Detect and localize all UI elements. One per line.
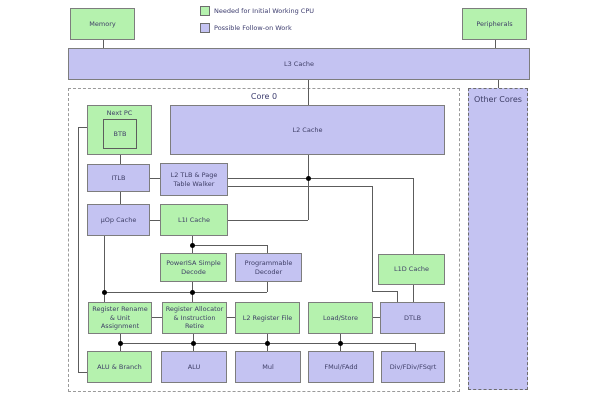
branch-feedback-v	[78, 127, 79, 372]
dtlb-node: DTLB	[380, 302, 445, 334]
uop-cache-node: µOp Cache	[87, 204, 150, 236]
junction-dot	[190, 243, 195, 248]
connector-l2cache-l1icache-v	[308, 155, 309, 220]
connector-l3-othercores	[498, 80, 499, 88]
branch-feedback-bottom	[78, 372, 87, 373]
connector-itlb-uopcache	[120, 192, 121, 204]
register-allocator-node: Register Allocator & Instruction Retire	[162, 302, 227, 334]
connector-uopcache-l1icache	[150, 220, 160, 221]
connector-loadstore-dtlb	[373, 317, 380, 318]
legend-label: Needed for Initial Working CPU	[214, 7, 315, 15]
core0-label: Core 0	[250, 92, 278, 101]
legend-swatch-green	[200, 6, 210, 16]
connector-l2tlb-dtlb-h2	[372, 291, 397, 292]
alu-branch-node: ALU & Branch	[87, 351, 152, 383]
l1d-cache-node: L1D Cache	[378, 254, 445, 285]
core0-boundary	[68, 88, 460, 392]
connector-uopcache-regrename	[104, 236, 105, 302]
memory-node: Memory	[70, 8, 135, 40]
programmable-decoder-node: Programmable Decoder	[235, 253, 302, 282]
l2-cache-node: L2 Cache	[170, 105, 445, 155]
legend-item-needed: Needed for Initial Working CPU	[200, 6, 314, 16]
junction-dot	[306, 176, 311, 181]
l2-register-file-node: L2 Register File	[235, 302, 300, 334]
l1i-cache-node: L1I Cache	[160, 204, 228, 236]
l2-tlb-page-table-walker-node: L2 TLB & Page Table Walker	[160, 163, 228, 196]
junction-dot	[190, 290, 195, 295]
connector-decode-bus-h	[104, 292, 267, 293]
connector-bus-div	[415, 343, 416, 351]
connector-rename-alloc	[152, 317, 162, 318]
connector-progdecoder-out	[267, 282, 268, 292]
junction-dot	[338, 341, 343, 346]
connector-nextpc-itlb	[120, 155, 121, 164]
connector-l1icache-l2cache-h	[228, 220, 308, 221]
connector-l2tlb-dtlb-v2	[397, 291, 398, 302]
connector-l2tlb-l1dcache-v	[413, 178, 414, 254]
connector-l2tlb-dtlb-h1	[228, 186, 372, 187]
junction-dot	[118, 341, 123, 346]
connector-decode-branch-h	[192, 245, 267, 246]
other-cores-node: Other Cores	[468, 88, 528, 390]
legend-label: Possible Follow-on Work	[214, 24, 292, 32]
mul-node: Mul	[235, 351, 301, 383]
register-rename-node: Register Rename & Unit Assignment	[88, 302, 152, 334]
connector-l3-l2cache	[308, 80, 309, 105]
connector-progdecoder-in	[267, 245, 268, 253]
connector-l2tlb-l1dcache-h	[228, 178, 413, 179]
itlb-node: ITLB	[87, 164, 150, 192]
junction-dot	[191, 341, 196, 346]
legend-item-followon: Possible Follow-on Work	[200, 23, 292, 33]
connector-itlb-l2tlb	[150, 178, 160, 179]
powerisa-simple-decode-node: PowerISA Simple Decode	[160, 253, 227, 282]
peripherals-node: Peripherals	[462, 8, 527, 40]
div-fdiv-fsqrt-node: Div/FDiv/FSqrt	[381, 351, 445, 383]
connector-memory-l3	[103, 40, 104, 48]
alu-node: ALU	[161, 351, 227, 383]
connector-peripherals-l3	[495, 40, 496, 48]
connector-alloc-regfile	[227, 317, 235, 318]
junction-dot	[102, 290, 107, 295]
legend-swatch-purple	[200, 23, 210, 33]
connector-l1dcache-dtlb	[413, 285, 414, 302]
btb-node: BTB	[103, 119, 137, 149]
connector-l2tlb-dtlb-v1	[372, 186, 373, 291]
junction-dot	[265, 341, 270, 346]
branch-feedback-top	[78, 127, 87, 128]
load-store-node: Load/Store	[308, 302, 373, 334]
l3-cache-node: L3 Cache	[68, 48, 530, 80]
fmul-fadd-node: FMul/FAdd	[308, 351, 374, 383]
